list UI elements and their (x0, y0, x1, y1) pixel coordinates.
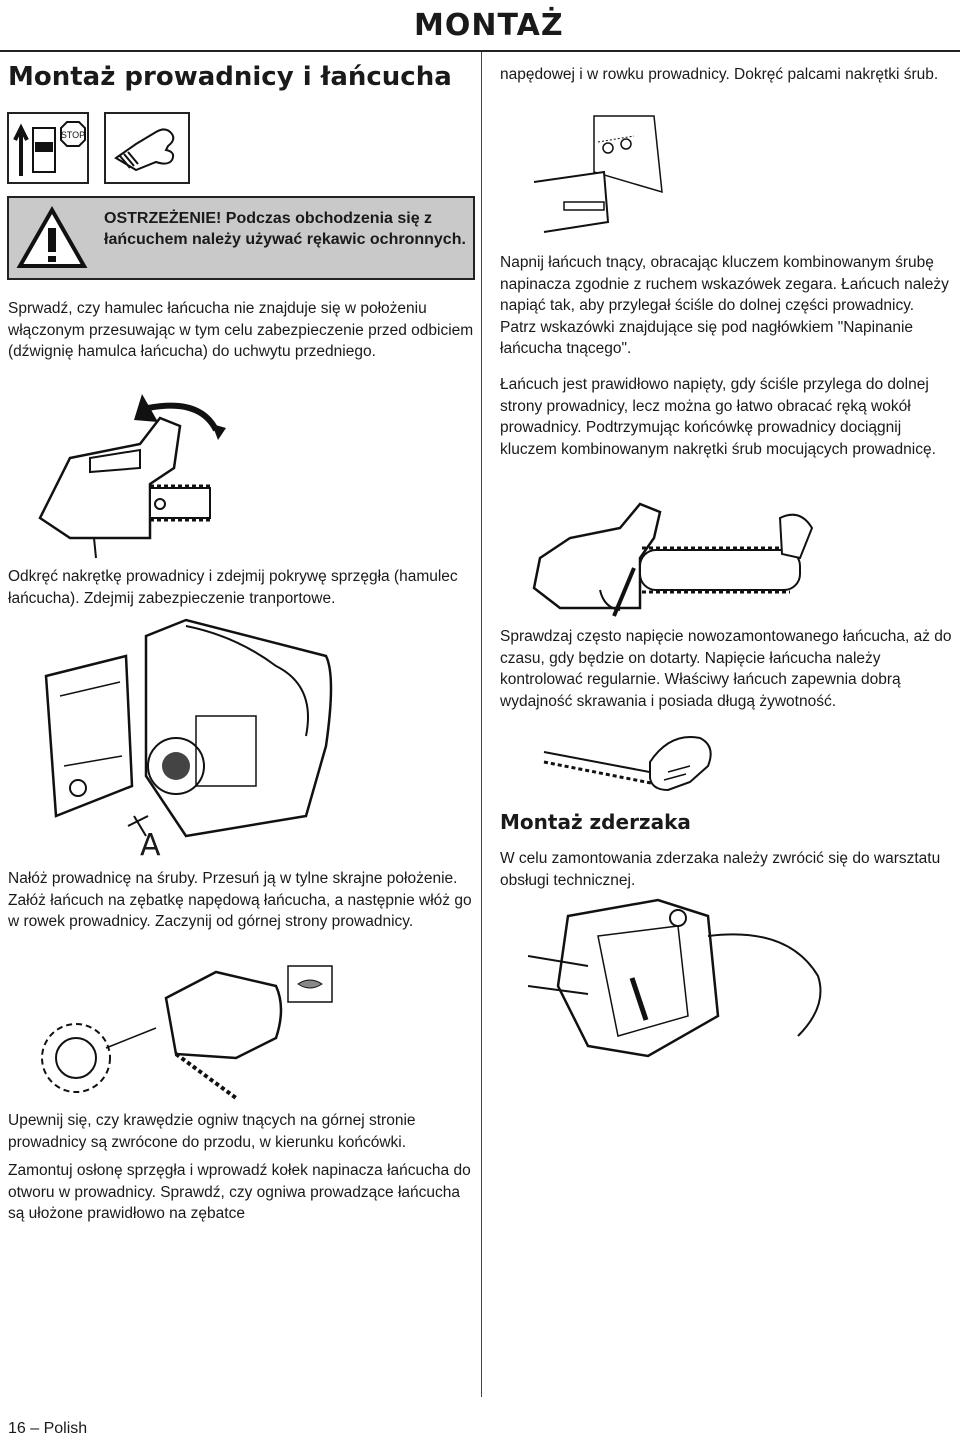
paragraph-check-tension-often: Sprawdzaj często napięcie nowozamontowan… (500, 628, 952, 710)
paragraph-fit-bar: Nałóż prowadnicę na śruby. Przesuń ją w … (8, 870, 472, 930)
page-number-footer: 16 – Polish (8, 1420, 88, 1437)
warning-triangle-icon (16, 206, 88, 268)
bumper-illustration (528, 898, 822, 1058)
chain-sprocket-illustration (41, 965, 333, 1100)
paragraph-tension-chain: Napnij łańcuch tnący, obracając kluczem … (500, 254, 949, 357)
chain-brake-stop-icon: STOP (13, 121, 86, 176)
paragraph-check-brake: Sprwadź, czy hamulec łańcucha nie znajdu… (8, 300, 474, 360)
glove-icon-box (104, 112, 190, 184)
paragraph-correct-tension: Łańcuch jest prawidłowo napięty, gdy ści… (500, 376, 936, 458)
column-divider (481, 52, 482, 1397)
header-rule (0, 50, 960, 52)
paragraph-tighten-nuts: napędowej i w rowku prowadnicy. Dokręć p… (500, 66, 939, 83)
bar-bolts-illustration (534, 115, 663, 233)
paragraph-fit-clutch-cover: Zamontuj osłonę sprzęgła i wprowadź kołe… (8, 1162, 471, 1222)
chain-brake-illustration (38, 394, 226, 559)
protective-glove-icon (114, 128, 175, 172)
brake-stop-icon-box: STOP (7, 112, 89, 184)
page-header-title: MONTAŻ (414, 8, 564, 43)
figure-label-a: A (140, 828, 161, 863)
section-title-bumper: Montaż zderzaka (500, 810, 691, 834)
stop-sign-label: STOP (61, 130, 85, 140)
glove-chain-illustration (543, 736, 712, 792)
paragraph-remove-cover: Odkręć nakrętkę prowadnicy i zdejmij pok… (8, 568, 458, 607)
paragraph-check-cutters: Upewnij się, czy krawędzie ogniw tnących… (8, 1112, 416, 1151)
warning-text: OSTRZEŻENIE! Podczas obchodzenia się z ł… (104, 210, 466, 248)
clutch-cover-illustration (44, 618, 333, 838)
paragraph-bumper-service: W celu zamontowania zderzaka należy zwró… (500, 850, 941, 889)
chain-tensioning-illustration (532, 502, 814, 617)
section-title-guide-chain: Montaż prowadnicy i łańcucha (8, 62, 452, 92)
